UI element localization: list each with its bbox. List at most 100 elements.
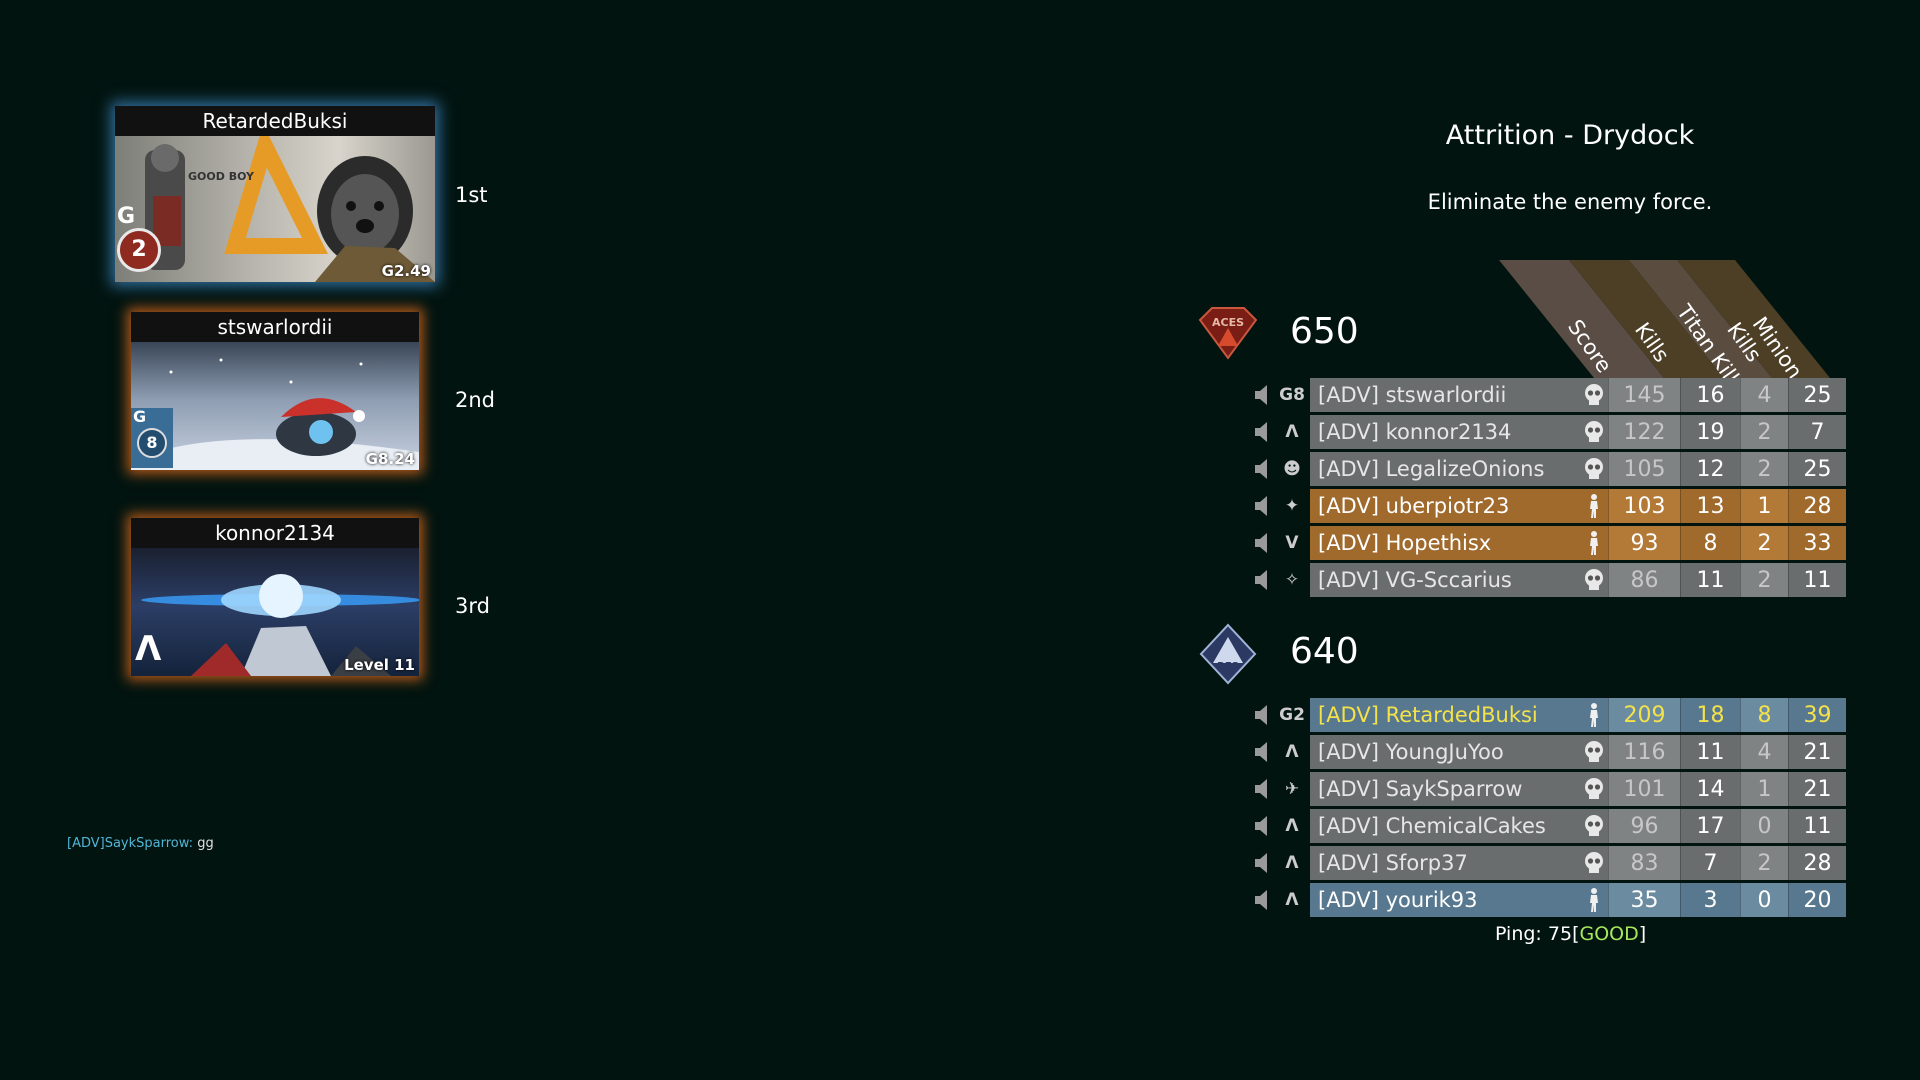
dead-skull-icon: [1580, 452, 1608, 486]
player-score: 122: [1608, 415, 1680, 449]
svg-text:RES: RES: [1217, 661, 1239, 672]
player-kills: 12: [1680, 452, 1740, 486]
podium-player-name: RetardedBuksi: [115, 106, 435, 136]
player-score: 103: [1608, 489, 1680, 523]
podium-place-2: 2nd: [455, 388, 496, 412]
player-minion-kills: 28: [1788, 846, 1846, 880]
player-titan-kills: 1: [1740, 489, 1788, 523]
player-kills: 17: [1680, 809, 1740, 843]
level-badge: Level 11: [344, 656, 415, 674]
player-titan-kills: 1: [1740, 772, 1788, 806]
gen-icon: G 2: [117, 206, 163, 280]
podium-card-1: RetardedBuksi GOOD BOY G 2 G2.49: [115, 106, 435, 282]
ping-quality: [GOOD]: [1572, 923, 1647, 945]
player-minion-kills: 25: [1788, 452, 1846, 486]
player-titan-kills: 2: [1740, 563, 1788, 597]
player-kills: 13: [1680, 489, 1740, 523]
player-titan-kills: 2: [1740, 846, 1788, 880]
dead-skull-icon: [1580, 809, 1608, 843]
mute-speaker-icon[interactable]: [1250, 809, 1276, 843]
pilot-status-icon: [1580, 883, 1608, 917]
podium-card-3: konnor2134 Λ Level 11: [131, 518, 419, 676]
player-score: 101: [1608, 772, 1680, 806]
pilot-status-icon: [1580, 489, 1608, 523]
player-titan-kills: 8: [1740, 698, 1788, 732]
mute-speaker-icon[interactable]: [1250, 883, 1276, 917]
player-name: [ADV] uberpiotr23: [1310, 489, 1580, 523]
player-score: 105: [1608, 452, 1680, 486]
player-name: [ADV] VG-Sccarius: [1310, 563, 1580, 597]
player-kills: 3: [1680, 883, 1740, 917]
player-score: 145: [1608, 378, 1680, 412]
dead-skull-icon: [1580, 846, 1608, 880]
dead-skull-icon: [1580, 735, 1608, 769]
player-name: [ADV] stswarlordii: [1310, 378, 1580, 412]
player-score: 83: [1608, 846, 1680, 880]
mute-speaker-icon[interactable]: [1250, 563, 1276, 597]
mute-speaker-icon[interactable]: [1250, 735, 1276, 769]
mute-speaker-icon[interactable]: [1250, 378, 1276, 412]
player-minion-kills: 33: [1788, 526, 1846, 560]
mute-speaker-icon[interactable]: [1250, 772, 1276, 806]
dead-skull-icon: [1580, 378, 1608, 412]
pilot-status-icon: [1580, 698, 1608, 732]
mute-speaker-icon[interactable]: [1250, 415, 1276, 449]
mute-speaker-icon[interactable]: [1250, 489, 1276, 523]
column-headers-bg: [1499, 260, 1830, 378]
svg-text:GOOD BOY: GOOD BOY: [188, 170, 255, 183]
team-score-resistance: 640: [1290, 631, 1359, 672]
chat-sender: [ADV]SaykSparrow:: [67, 836, 194, 851]
generation-badge: G8.24: [365, 450, 415, 468]
player-titan-kills: 4: [1740, 735, 1788, 769]
generation-badge: G2.49: [381, 262, 431, 280]
podium-card-2: stswarlordii G 8 G8.24: [131, 312, 419, 470]
player-minion-kills: 7: [1788, 415, 1846, 449]
mute-speaker-icon[interactable]: [1250, 526, 1276, 560]
player-name: [ADV] ChemicalCakes: [1310, 809, 1580, 843]
aces-faction-icon: ACES: [1198, 307, 1258, 360]
player-gen-icon: Λ: [1285, 422, 1299, 442]
player-gen-icon: ☻: [1283, 459, 1301, 479]
player-kills: 19: [1680, 415, 1740, 449]
player-gen-icon: Λ: [1285, 890, 1299, 910]
player-score: 96: [1608, 809, 1680, 843]
ping-label: Ping:: [1495, 923, 1542, 945]
player-name: [ADV] konnor2134: [1310, 415, 1580, 449]
mute-speaker-icon[interactable]: [1250, 846, 1276, 880]
player-gen-icon: V: [1285, 533, 1299, 553]
mute-speaker-icon[interactable]: [1250, 452, 1276, 486]
team-score-aces: 650: [1290, 311, 1359, 352]
podium-place-1: 1st: [455, 183, 488, 207]
podium-player-name: stswarlordii: [131, 312, 419, 342]
player-titan-kills: 2: [1740, 526, 1788, 560]
player-gen-icon: ✧: [1284, 570, 1300, 590]
player-name: [ADV] yourik93: [1310, 883, 1580, 917]
player-kills: 16: [1680, 378, 1740, 412]
player-minion-kills: 39: [1788, 698, 1846, 732]
player-minion-kills: 20: [1788, 883, 1846, 917]
player-kills: 18: [1680, 698, 1740, 732]
player-name: [ADV] LegalizeOnions: [1310, 452, 1580, 486]
dead-skull-icon: [1580, 415, 1608, 449]
player-card-art: GOOD BOY G 2 G2.49: [115, 136, 435, 282]
mute-speaker-icon[interactable]: [1250, 698, 1276, 732]
player-gen-icon: G8: [1279, 385, 1305, 405]
player-minion-kills: 25: [1788, 378, 1846, 412]
player-kills: 11: [1680, 735, 1740, 769]
player-gen-icon: G2: [1279, 705, 1305, 725]
resistance-faction-icon: RES: [1199, 623, 1257, 685]
player-name: [ADV] SaykSparrow: [1310, 772, 1580, 806]
dead-skull-icon: [1580, 772, 1608, 806]
